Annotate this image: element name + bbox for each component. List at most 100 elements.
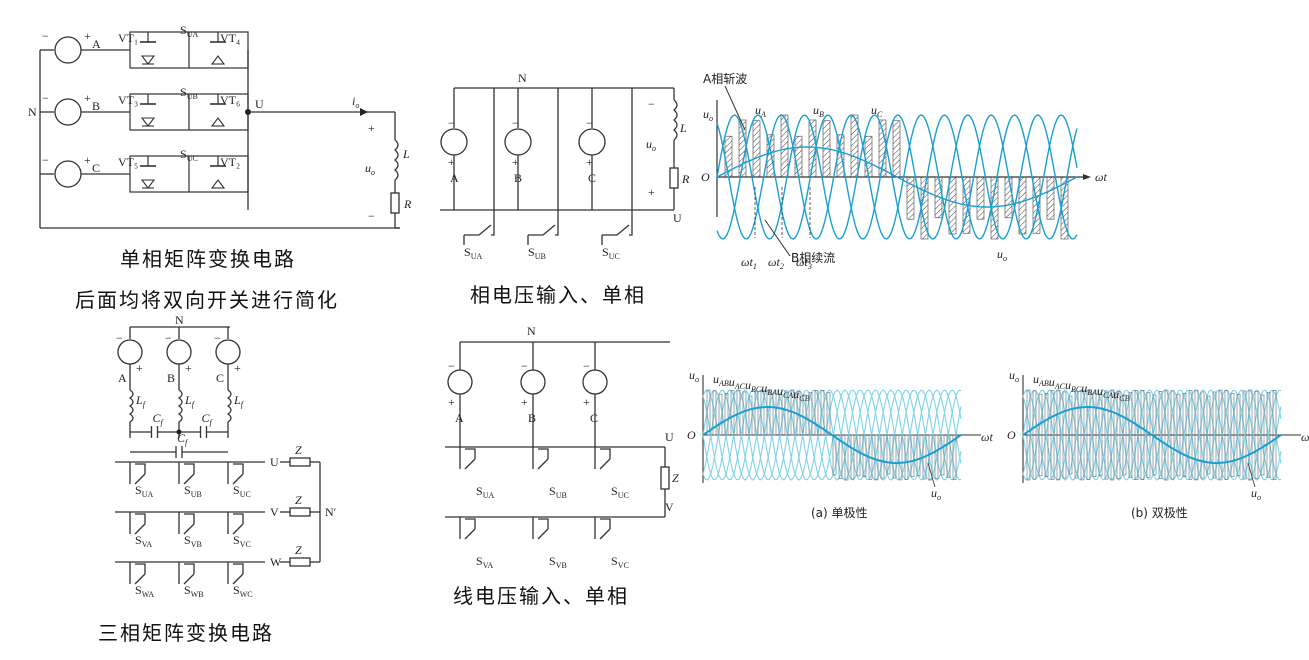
x-axis-label: ωt xyxy=(981,430,993,444)
phase-a-voltage xyxy=(716,114,1078,240)
line-voltage-ac xyxy=(1022,389,1282,481)
svg-text:−: − xyxy=(368,209,375,223)
inductor-label: L xyxy=(679,121,687,135)
panel-caption: (a) 单极性 xyxy=(811,506,868,520)
svg-text:−: − xyxy=(512,116,519,130)
source-label: A xyxy=(455,411,464,425)
output-fundamental xyxy=(1022,406,1282,464)
y-axis-label: uo xyxy=(1009,368,1019,384)
line-voltage-bc xyxy=(702,389,962,481)
switch-svc: SVC xyxy=(227,512,251,549)
switch-label: SUA xyxy=(476,484,494,500)
source-c: −+ xyxy=(40,153,130,188)
resistor-label: R xyxy=(681,172,690,186)
annotation-chop: A相斩波 xyxy=(703,72,747,86)
output-label: V xyxy=(270,505,279,519)
output-fundamental xyxy=(702,406,962,464)
caption-phase-voltage-input: 相电压输入、单相 xyxy=(470,283,646,307)
switch-label: SWA xyxy=(135,583,154,599)
load-label: Z xyxy=(295,443,302,457)
svg-text:−: − xyxy=(116,331,123,345)
svg-text:−: − xyxy=(42,29,49,43)
phase-source-b: −+B xyxy=(520,342,546,447)
neutral-label: N xyxy=(518,71,527,85)
load-impedance xyxy=(289,507,311,517)
output-node-label: U xyxy=(255,97,264,111)
phase-source-c: −+C xyxy=(582,342,608,447)
caption-simplify-note: 后面均将双向开关进行简化 xyxy=(75,288,339,312)
annotation-freewheel: B相续流 xyxy=(791,251,835,265)
source-b-label: B xyxy=(92,99,100,113)
switch-swb: SWB xyxy=(178,562,204,599)
switch-suc: SUC xyxy=(594,447,629,500)
svg-text:−: − xyxy=(521,359,528,373)
svg-text:−: − xyxy=(586,116,593,130)
phase-label: uA xyxy=(755,103,766,119)
switch-sua: SUA xyxy=(459,447,494,500)
origin-label: O xyxy=(701,170,710,184)
switch-suc: SUC xyxy=(227,462,251,499)
resistor-r xyxy=(390,192,400,214)
vt1-label: VT₁ xyxy=(118,31,138,45)
svg-text:+: + xyxy=(512,155,519,169)
output-label: V xyxy=(665,500,674,514)
neutral-label: N xyxy=(175,313,184,327)
svg-text:+: + xyxy=(368,121,375,135)
origin-label: O xyxy=(1007,428,1016,442)
switch-label: SWC xyxy=(233,583,253,599)
source-label: A xyxy=(118,371,127,385)
svg-text:+: + xyxy=(648,185,655,199)
source-label: A xyxy=(450,171,459,185)
inductor-label: Lf xyxy=(233,393,245,409)
phase-label: uB xyxy=(813,103,824,119)
vt3-label: VT₃ xyxy=(118,93,138,107)
source-label: B xyxy=(528,411,536,425)
svg-text:+: + xyxy=(185,361,192,375)
switch-sva: SVA xyxy=(129,512,152,549)
switch-sva: SVA xyxy=(459,517,493,570)
load-neutral-label: N′ xyxy=(325,505,337,519)
switch-label: SUC xyxy=(233,483,251,499)
switch-label: SUB xyxy=(528,245,546,261)
sub-label: SUB xyxy=(180,85,198,101)
load-label: Z xyxy=(672,471,679,485)
single-phase-matrix-circuit: −+ −+ −+ A B C N U io uo +− L R VT₁ VT₄ … xyxy=(28,10,430,240)
switch-sub: SUB xyxy=(178,462,202,499)
switch-label: SUC xyxy=(611,484,629,500)
switch-svb: SVB xyxy=(532,517,567,570)
source-b: −+ xyxy=(40,91,130,126)
switch-label: SVB xyxy=(184,533,202,549)
resistor-r xyxy=(669,167,679,189)
phase-source-b: −+BLf xyxy=(165,327,196,438)
inductor-l xyxy=(672,99,678,141)
switch-swc: SWC xyxy=(227,562,253,599)
inductor-label: Lf xyxy=(135,393,147,409)
svg-text:+: + xyxy=(84,29,91,43)
line-voltage-ca xyxy=(1022,389,1282,481)
phase-label: uC xyxy=(871,103,883,119)
switch-label: SUC xyxy=(602,245,620,261)
resistor-label: R xyxy=(403,197,412,211)
capacitor-label: Cf xyxy=(177,431,189,447)
output-label: uo xyxy=(931,486,941,502)
inductor-l xyxy=(393,139,399,181)
output-label: W xyxy=(270,555,282,569)
capacitor-label: Cf xyxy=(153,411,165,427)
load-impedance xyxy=(660,466,670,490)
svg-text:−: − xyxy=(42,153,49,167)
switch-label: SVC xyxy=(233,533,251,549)
voltage-label: uo xyxy=(365,161,375,177)
load-impedance xyxy=(289,557,311,567)
inductor-label: Lf xyxy=(184,393,196,409)
load-label: Z xyxy=(295,543,302,557)
output-label: U xyxy=(270,455,279,469)
phase-source-c: −+CLf xyxy=(214,327,245,438)
